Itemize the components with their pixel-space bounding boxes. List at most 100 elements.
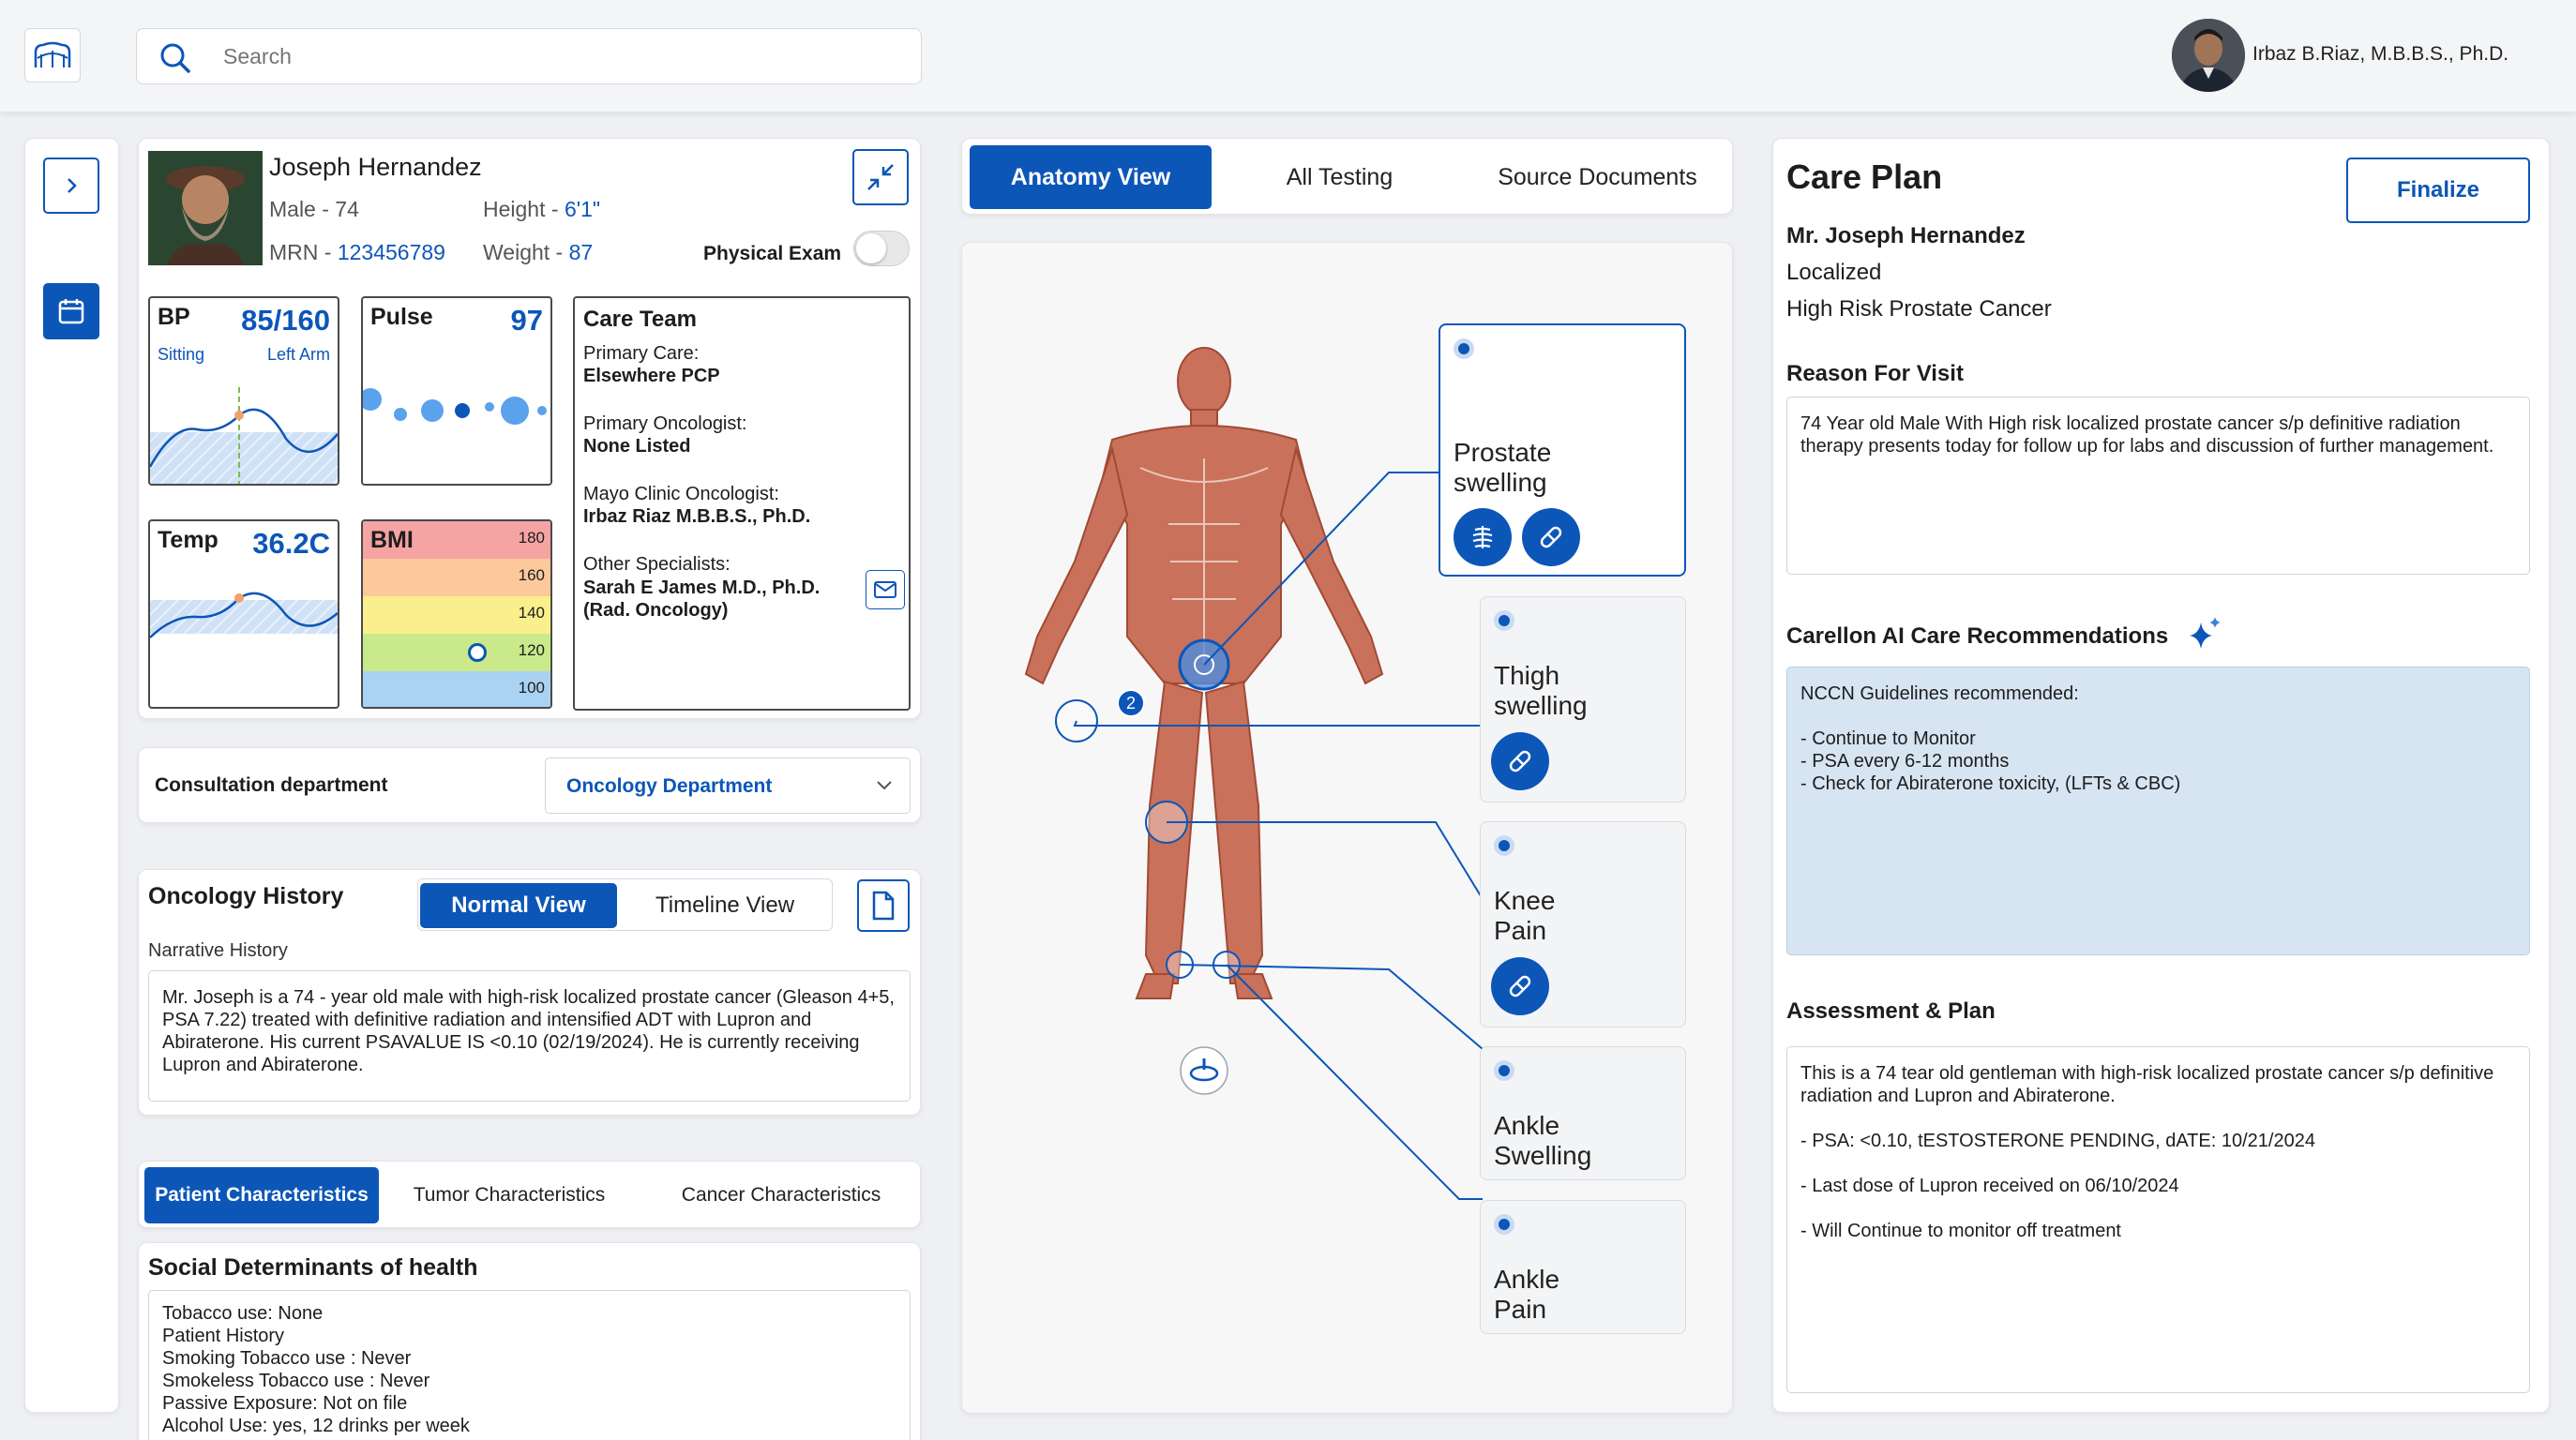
tab-timeline-view[interactable]: Timeline View [655,892,795,918]
imaging-button[interactable] [1454,508,1512,566]
mail-icon [874,581,896,598]
bmi-tick-180: 180 [518,529,545,547]
social-line: Patient History [162,1326,285,1346]
connector-lines [1073,472,1484,1200]
care-team-primary-oncologist-name: None Listed [583,436,691,457]
social-line: Passive Exposure: Not on file [162,1393,408,1414]
calendar-icon [58,299,84,324]
care-team-mayo-oncologist-name: Irbaz Riaz M.B.B.S., Ph.D. [583,506,811,527]
chevron-down-icon [877,781,892,790]
tab-patient-characteristics[interactable]: Patient Characteristics [144,1167,379,1223]
ribcage-icon [1472,526,1493,548]
collapse-arrows-icon [867,164,894,190]
search-input[interactable] [223,40,880,72]
bp-position: Sitting [158,345,205,364]
ai-title: Carellon AI Care Recommendations [1786,623,2169,649]
toggle-knob [856,233,886,263]
bp-waveform [150,387,338,484]
tab-anatomy-view[interactable]: Anatomy View [970,145,1212,209]
finding-title: Knee Pain [1494,886,1556,945]
mrn-value: 123456789 [337,240,445,264]
tab-normal-view[interactable]: Normal View [420,883,617,928]
finalize-button[interactable]: Finalize [2346,158,2530,223]
center-tabs-card: Anatomy View All Testing Source Document… [961,138,1733,215]
care-team-mayo-oncologist-role: Mayo Clinic Oncologist: [583,484,779,504]
user-name[interactable]: Irbaz B.Riaz, M.B.B.S., Ph.D. [2252,43,2509,65]
care-team-other-specialists-name: Sarah E James M.D., Ph.D. (Rad. Oncology… [583,578,821,621]
temp-value: 36.2C [252,527,330,560]
marker-count-badge[interactable]: 2 [1117,689,1145,717]
avatar-image [2172,19,2245,92]
weight-value: 87 [568,240,594,264]
bp-arm: Left Arm [266,345,330,364]
care-team-other-specialists-role: Other Specialists: [583,554,731,575]
chevron-right-icon [68,178,77,193]
bp-label: BP [158,304,190,330]
expand-sidebar-button[interactable] [43,158,99,214]
medication-button[interactable] [1491,957,1549,1015]
calendar-button[interactable] [43,283,99,339]
social-determinants-card: Social Determinants of health Tobacco us… [138,1242,921,1440]
rotate-icon [1180,1046,1228,1095]
assessment-title: Assessment & Plan [1786,998,1996,1024]
care-plan-diagnosis: High Risk Prostate Cancer [1786,296,2052,322]
pulse-label: Pulse [370,304,433,330]
search-bar[interactable] [136,28,922,84]
patient-summary-card: Joseph Hernandez Male - 74 Height - 6'1"… [138,138,921,719]
tab-tumor-characteristics[interactable]: Tumor Characteristics [413,1184,606,1206]
social-line: Smokeless Tobacco use : Never [162,1371,430,1391]
muscle-detail-lines [1139,458,1269,665]
bmi-band-180 [363,521,550,559]
finding-card-ankle-swelling[interactable]: Ankle Swelling [1480,1046,1686,1180]
patient-name: Joseph Hernandez [269,153,482,181]
finding-dot [1454,338,1474,359]
document-button[interactable] [857,879,910,932]
patient-weight: Weight - 87 [483,240,593,265]
care-team-title: Care Team [583,307,697,332]
bmi-tick-100: 100 [518,679,545,697]
finding-card-ankle-pain[interactable]: Ankle Pain [1480,1200,1686,1334]
app-logo[interactable] [24,28,81,82]
mayo-shield-icon [34,41,71,68]
consultation-department-select[interactable]: Oncology Department [545,758,911,814]
pill-icon [1540,526,1562,548]
finding-card-prostate-swelling[interactable]: Prostate swelling [1439,323,1686,577]
message-button[interactable] [866,570,905,609]
consultation-card: Consultation department Oncology Departm… [138,747,921,823]
pulse-tile[interactable]: Pulse 97 [361,296,552,486]
physical-exam-toggle[interactable] [853,231,910,266]
finding-dot [1494,1060,1514,1081]
sparkle-icon [2190,617,2221,649]
social-line: Tobacco use: None [162,1303,324,1324]
assessment-text: This is a 74 tear old gentleman with hig… [1786,1046,2530,1393]
medication-button[interactable] [1522,508,1580,566]
tab-source-documents[interactable]: Source Documents [1498,163,1697,190]
reason-title: Reason For Visit [1786,361,1964,386]
narrative-label: Narrative History [148,940,288,961]
oncology-history-card: Oncology History Normal View Timeline Vi… [138,869,921,1116]
user-avatar[interactable] [2172,19,2245,92]
oncology-history-title: Oncology History [148,883,344,909]
tab-all-testing[interactable]: All Testing [1286,163,1393,190]
finding-card-knee-pain[interactable]: Knee Pain [1480,821,1686,1028]
temp-label: Temp [158,527,218,553]
anatomy-figure [1024,347,1484,1200]
finding-dot [1494,835,1514,856]
finding-card-thigh-swelling[interactable]: Thigh swelling [1480,596,1686,802]
bmi-marker [468,643,487,662]
bp-tile[interactable]: BP 85/160 Sitting Left Arm [148,296,339,486]
medication-button[interactable] [1491,732,1549,790]
finding-dot [1494,1214,1514,1235]
bmi-band-120 [363,634,550,671]
pill-icon [1509,975,1531,998]
bmi-tile[interactable]: BMI 180 160 140 120 100 [361,519,552,709]
search-icon [160,43,190,73]
document-icon [872,891,895,921]
finding-dot [1494,610,1514,631]
bmi-band-100 [363,671,550,707]
collapse-button[interactable] [852,149,909,205]
temp-tile[interactable]: Temp 36.2C [148,519,339,709]
tab-cancer-characteristics[interactable]: Cancer Characteristics [681,1184,881,1206]
patient-sex-age: Male - 74 [269,197,359,221]
consultation-department-value: Oncology Department [566,775,773,797]
